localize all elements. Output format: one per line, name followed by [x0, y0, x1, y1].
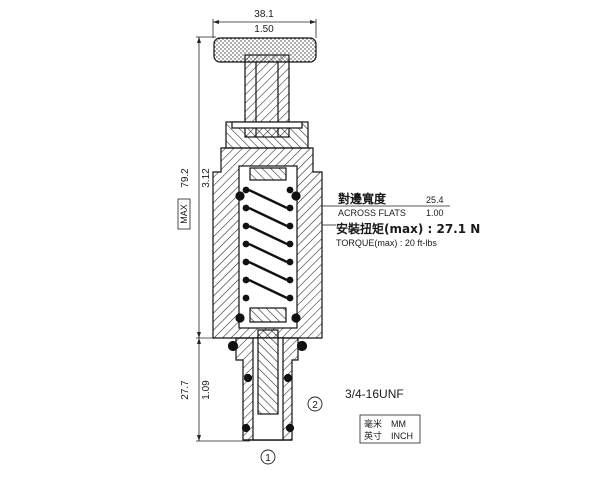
units-mm-en: MM — [391, 419, 406, 429]
units-legend: 毫米 MM 英寸 INCH — [359, 414, 421, 444]
units-mm-zh: 毫米 — [364, 418, 382, 430]
port-1-label: 1 — [265, 453, 271, 464]
spring-cavity — [238, 165, 298, 329]
top-width-in: 1.50 — [254, 24, 274, 35]
lower-in: 1.09 — [201, 380, 212, 400]
units-inch-en: INCH — [391, 431, 413, 441]
spring — [242, 186, 294, 302]
port-2-marker: 2 — [307, 396, 323, 412]
across-flats-in: 1.00 — [426, 208, 444, 218]
across-flats-mm: 25.4 — [426, 195, 444, 205]
specs-block: 對邊寬度 ACROSS FLATS 25.4 1.00 安裝扭矩(max) : … — [322, 191, 480, 248]
o-ring — [227, 340, 239, 352]
max-box — [177, 198, 191, 230]
valve-body — [212, 37, 323, 441]
overall-in: 3.12 — [201, 168, 212, 188]
torque-en: TORQUE(max) : 20 ft-lbs — [336, 238, 437, 248]
port-1-marker: 1 — [260, 449, 276, 465]
across-flats-en: ACROSS FLATS — [338, 208, 406, 218]
torque-zh: 安裝扭矩(max) : 27.1 N — [336, 221, 480, 236]
lower-length-dimension: 27.7 1.09 — [180, 338, 212, 441]
thread-spec: 3/4-16UNF — [345, 387, 404, 401]
top-width-mm: 38.1 — [254, 9, 274, 20]
top-width-dimension: 38.1 1.50 — [212, 9, 317, 38]
units-inch-zh: 英寸 — [364, 430, 382, 442]
max-label: MAX — [179, 204, 189, 224]
overall-mm: 79.2 — [180, 168, 191, 188]
poppet — [257, 329, 279, 415]
port-2-label: 2 — [312, 400, 318, 411]
across-flats-zh: 對邊寬度 — [338, 191, 387, 206]
lower-mm: 27.7 — [180, 380, 191, 400]
